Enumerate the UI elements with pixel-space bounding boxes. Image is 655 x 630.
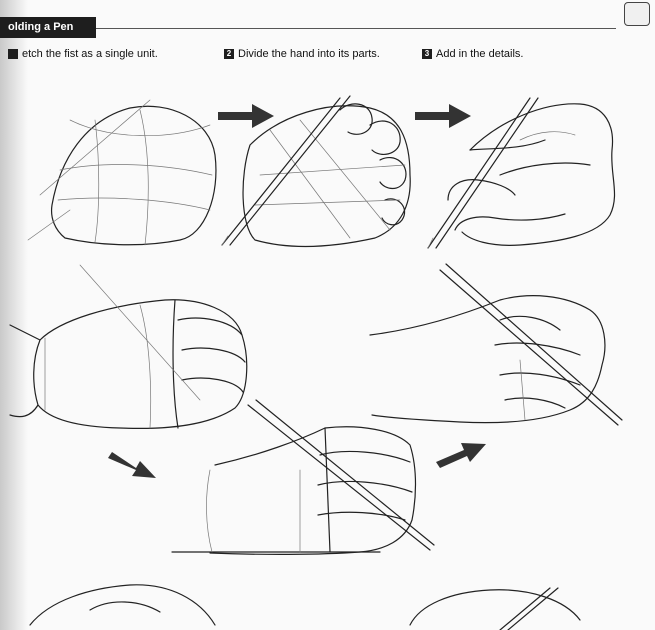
hand-grip-sketch bbox=[369, 263, 623, 426]
hand-parts-step-2 bbox=[221, 95, 411, 248]
hand-structure-sketch bbox=[171, 399, 435, 555]
arrow-down-right-icon bbox=[108, 452, 156, 478]
fist-side-sketch bbox=[9, 264, 248, 429]
arrow-right-icon bbox=[415, 104, 471, 128]
hand-details-step-3 bbox=[427, 97, 616, 249]
step-3-label: Add in the details. bbox=[436, 48, 524, 60]
section-header-tab: olding a Pen bbox=[0, 17, 96, 38]
arrow-right-icon bbox=[218, 104, 274, 128]
step-1-number bbox=[8, 49, 18, 59]
header-rule bbox=[96, 28, 616, 29]
step-3-number: 3 bbox=[422, 49, 432, 59]
page-gutter-shadow bbox=[0, 0, 28, 630]
step-1-label: etch the fist as a single unit. bbox=[22, 48, 158, 60]
fist-sketch-step-1 bbox=[27, 99, 217, 246]
step-2-label: Divide the hand into its parts. bbox=[238, 48, 380, 60]
step-2-number: 2 bbox=[224, 49, 234, 59]
arrow-up-right-icon bbox=[436, 443, 486, 468]
bottom-partial-sketches bbox=[29, 584, 581, 630]
section-title: olding a Pen bbox=[8, 21, 74, 33]
step-1-caption: etch the fist as a single unit. bbox=[8, 48, 158, 60]
step-3-caption: 3 Add in the details. bbox=[422, 48, 523, 60]
step-2-caption: 2 Divide the hand into its parts. bbox=[224, 48, 380, 60]
book-corner-icon bbox=[624, 2, 650, 26]
